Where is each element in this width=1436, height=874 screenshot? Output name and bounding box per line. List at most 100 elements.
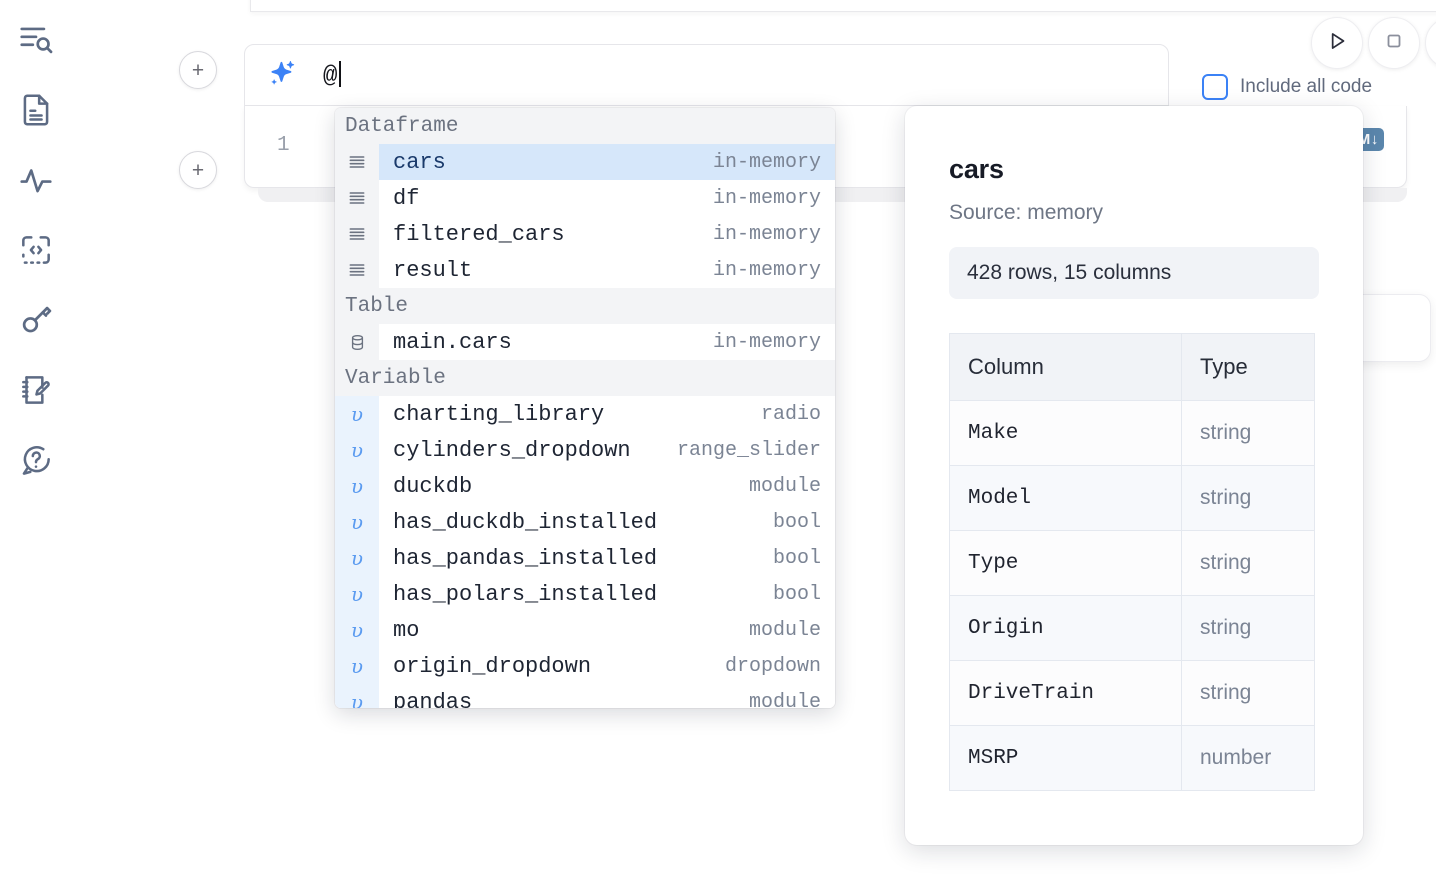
autocomplete-item[interactable]: dfin-memory [335, 180, 835, 216]
include-all-code-row[interactable]: Include all code [1202, 74, 1372, 100]
help-chat-icon [17, 441, 55, 479]
autocomplete-item-meta: bool [773, 547, 835, 570]
ai-prompt-value: @ [323, 63, 338, 90]
autocomplete-item-meta: module [749, 475, 835, 498]
autocomplete-item[interactable]: υcylinders_dropdownrange_slider [335, 432, 835, 468]
sidebar-rail [0, 0, 72, 874]
sparkle-ai-icon [265, 58, 299, 92]
autocomplete-item-meta: range_slider [677, 439, 835, 462]
dataframe-icon [335, 144, 379, 180]
table-db-icon [335, 324, 379, 360]
text-caret [339, 61, 341, 87]
table-row: Originstring [950, 596, 1315, 661]
autocomplete-item[interactable]: υduckdbmodule [335, 468, 835, 504]
autocomplete-item-name: charting_library [379, 402, 761, 427]
autocomplete-item-name: filtered_cars [379, 222, 713, 247]
schema-column-type: string [1182, 661, 1315, 726]
sidebar-item-activity[interactable] [14, 158, 58, 202]
autocomplete-item-name: origin_dropdown [379, 654, 725, 679]
autocomplete-item[interactable]: υhas_pandas_installedbool [335, 540, 835, 576]
header-type: Type [1182, 334, 1315, 401]
document-icon [17, 91, 55, 129]
cell-above [250, 0, 1436, 12]
variable-icon: υ [335, 648, 379, 684]
schema-column-type: string [1182, 466, 1315, 531]
detail-stats-badge: 428 rows, 15 columns [949, 247, 1319, 299]
autocomplete-item[interactable]: υorigin_dropdowndropdown [335, 648, 835, 684]
ai-prompt-bar[interactable]: @ [244, 44, 1169, 106]
file-search-icon [17, 21, 55, 59]
autocomplete-group-header: Table [335, 288, 835, 324]
key-icon [17, 301, 55, 339]
autocomplete-item[interactable]: υhas_polars_installedbool [335, 576, 835, 612]
autocomplete-item[interactable]: υpandasmodule [335, 684, 835, 708]
autocomplete-item-name: has_polars_installed [379, 582, 773, 607]
autocomplete-item-name: mo [379, 618, 749, 643]
autocomplete-item[interactable]: υmomodule [335, 612, 835, 648]
ai-prompt-input[interactable]: @ [323, 45, 1168, 105]
schema-column-name: Origin [950, 596, 1182, 661]
schema-column-name: MSRP [950, 726, 1182, 791]
line-number: 1 [277, 134, 290, 157]
stop-button[interactable] [1368, 17, 1420, 69]
sidebar-item-explore[interactable] [14, 18, 58, 62]
variable-icon: υ [335, 576, 379, 612]
autocomplete-item-meta: radio [761, 403, 835, 426]
dataframe-icon [335, 180, 379, 216]
autocomplete-item[interactable]: main.carsin-memory [335, 324, 835, 360]
detail-schema-table: Column Type MakestringModelstringTypestr… [949, 333, 1315, 791]
autocomplete-item-meta: bool [773, 583, 835, 606]
include-all-code-checkbox[interactable] [1202, 74, 1228, 100]
autocomplete-item-name: has_pandas_installed [379, 546, 773, 571]
table-row: Makestring [950, 401, 1315, 466]
play-icon [1324, 28, 1350, 59]
variable-icon: υ [335, 504, 379, 540]
autocomplete-item-meta: bool [773, 511, 835, 534]
schema-column-name: Type [950, 531, 1182, 596]
run-button[interactable] [1311, 17, 1363, 69]
autocomplete-item-meta: in-memory [713, 151, 835, 174]
variable-icon: υ [335, 612, 379, 648]
autocomplete-list[interactable]: Dataframecarsin-memorydfin-memoryfiltere… [335, 108, 835, 708]
autocomplete-item[interactable]: υcharting_libraryradio [335, 396, 835, 432]
autocomplete-item[interactable]: resultin-memory [335, 252, 835, 288]
sidebar-item-notebook[interactable] [14, 88, 58, 132]
notebook-canvas: + + @ 1 [72, 0, 1436, 874]
activity-icon [17, 161, 55, 199]
autocomplete-popup[interactable]: Dataframecarsin-memorydfin-memoryfiltere… [335, 108, 835, 708]
add-cell-button-top[interactable]: + [179, 51, 217, 89]
variable-icon: υ [335, 684, 379, 708]
autocomplete-item-name: main.cars [379, 330, 713, 355]
add-cell-button-bottom[interactable]: + [179, 151, 217, 189]
variable-icon: υ [335, 468, 379, 504]
autocomplete-item[interactable]: υhas_duckdb_installedbool [335, 504, 835, 540]
detail-title: cars [949, 154, 1319, 185]
autocomplete-item-meta: in-memory [713, 187, 835, 210]
table-row: MSRPnumber [950, 726, 1315, 791]
schema-column-name: Model [950, 466, 1182, 531]
dataframe-icon [335, 216, 379, 252]
completion-detail-panel: cars Source: memory 428 rows, 15 columns… [905, 106, 1363, 845]
autocomplete-group-header: Variable [335, 360, 835, 396]
schema-column-type: string [1182, 401, 1315, 466]
sidebar-item-help[interactable] [14, 438, 58, 482]
sidebar-item-secrets[interactable] [14, 298, 58, 342]
more-button[interactable] [1425, 17, 1436, 69]
table-row: DriveTrainstring [950, 661, 1315, 726]
dataframe-icon [335, 252, 379, 288]
sidebar-item-scratchpad[interactable] [14, 368, 58, 412]
sidebar-item-snippets[interactable] [14, 228, 58, 272]
schema-column-name: Make [950, 401, 1182, 466]
stop-square-icon [1382, 29, 1406, 58]
autocomplete-item[interactable]: filtered_carsin-memory [335, 216, 835, 252]
autocomplete-item-name: duckdb [379, 474, 749, 499]
autocomplete-item[interactable]: carsin-memory [335, 144, 835, 180]
autocomplete-item-meta: dropdown [725, 655, 835, 678]
variable-icon: υ [335, 432, 379, 468]
table-header-row: Column Type [950, 334, 1315, 401]
autocomplete-item-name: pandas [379, 690, 749, 709]
table-row: Modelstring [950, 466, 1315, 531]
markdown-badge-arrow: ↓ [1371, 131, 1378, 148]
autocomplete-item-name: df [379, 186, 713, 211]
